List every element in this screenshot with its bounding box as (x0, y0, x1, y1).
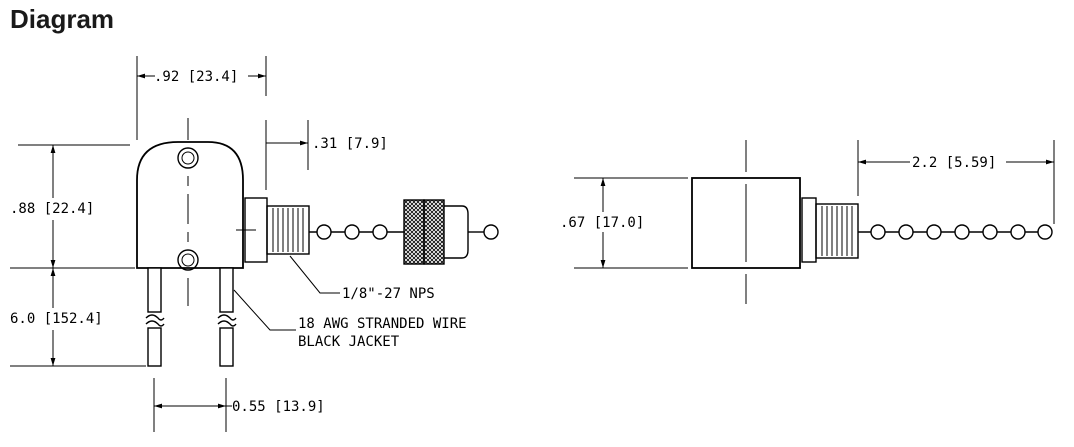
side-threaded-nut (815, 203, 859, 259)
side-bushing (801, 197, 817, 263)
wire-label-line1: 18 AWG STRANDED WIRE (298, 316, 467, 332)
switch-body (136, 141, 244, 269)
ball-chain (309, 224, 499, 240)
side-view: .67 [17.0] 2.2 [5.59] (560, 140, 1055, 304)
dim-chain-length: 2.2 [5.59] (912, 155, 996, 171)
dim-wire-length: 6.0 [152.4] (10, 311, 103, 327)
thread-label: 1/8"-27 NPS (342, 286, 435, 302)
dim-side-height: .67 [17.0] (560, 215, 644, 231)
pull-knob (403, 199, 469, 265)
page-title: Diagram (10, 4, 115, 34)
dim-nut-width: .31 [7.9] (312, 136, 388, 152)
dim-body-height: .88 [22.4] (10, 201, 94, 217)
wire-leads (145, 267, 237, 367)
front-view: .92 [23.4] .31 [7.9] .88 [22.4] 6.0 [152… (10, 56, 499, 432)
mounting-hole-bottom (177, 249, 199, 271)
threaded-nut (266, 205, 310, 255)
mounting-hole-top (177, 147, 199, 169)
dim-lead-spacing: 0.55 [13.9] (232, 399, 325, 415)
wire-label-line2: BLACK JACKET (298, 334, 400, 350)
side-ball-chain (858, 224, 1053, 240)
dim-top-width: .92 [23.4] (154, 69, 238, 85)
side-body (691, 177, 801, 269)
